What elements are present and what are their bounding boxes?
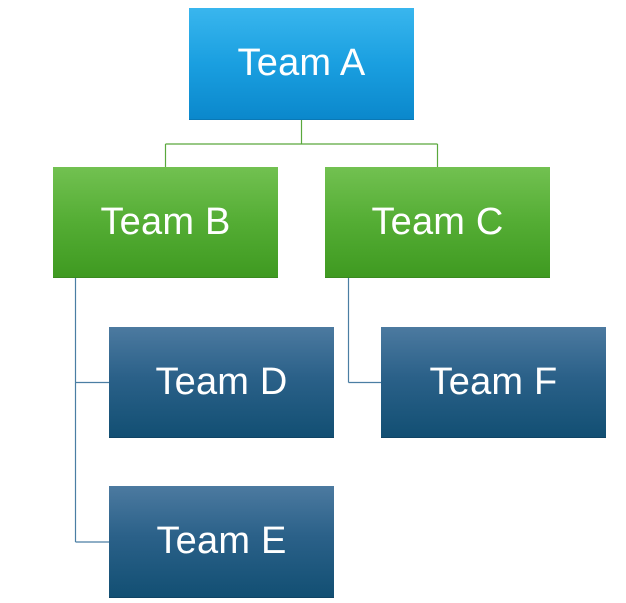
- node-label: Team B: [100, 200, 231, 243]
- node-team-e: Team E: [109, 486, 334, 598]
- node-team-d: Team D: [109, 327, 334, 438]
- node-label: Team F: [429, 360, 558, 403]
- node-team-b: Team B: [53, 167, 278, 278]
- node-team-c: Team C: [325, 167, 550, 278]
- node-team-a: Team A: [189, 8, 414, 120]
- node-label: Team C: [371, 200, 504, 243]
- node-label: Team E: [156, 520, 287, 562]
- node-label: Team A: [237, 42, 366, 84]
- node-team-f: Team F: [381, 327, 606, 438]
- node-label: Team D: [155, 360, 288, 403]
